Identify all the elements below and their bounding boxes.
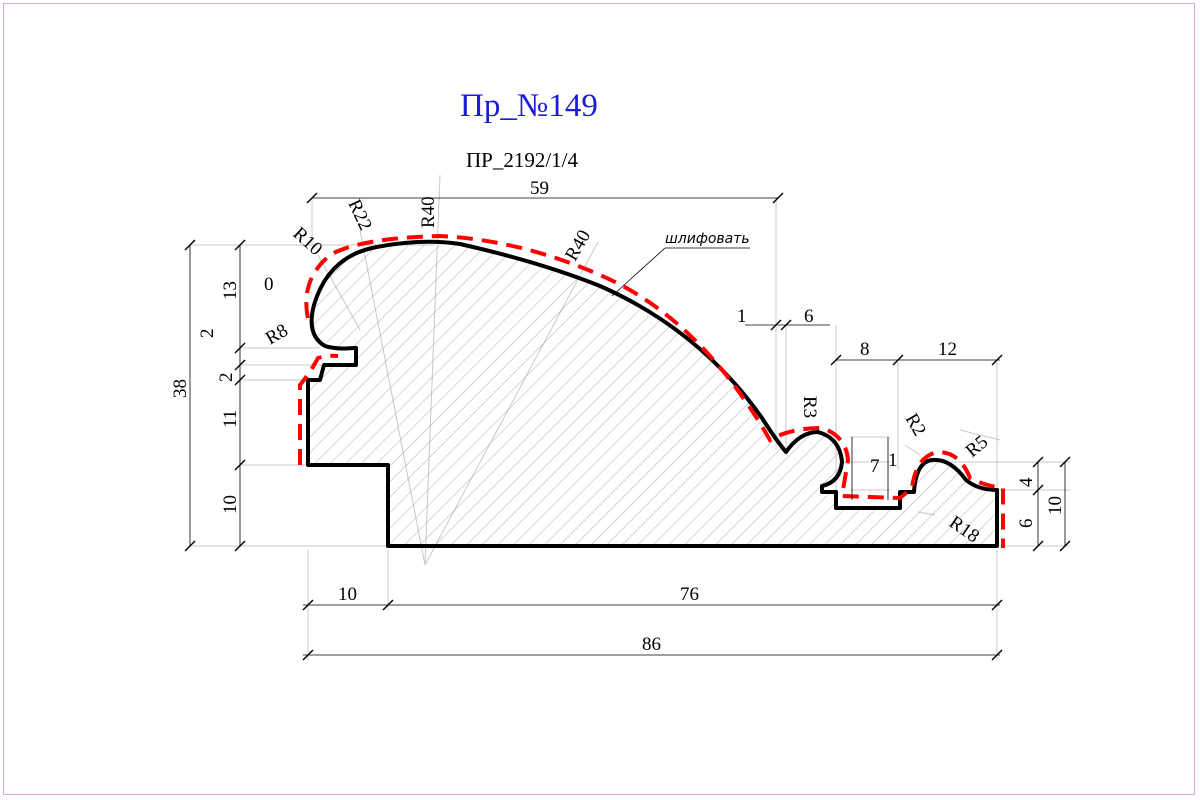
radius-r40-top: R40: [418, 196, 439, 228]
dim-13: 13: [220, 281, 241, 300]
dim-10-left: 10: [220, 495, 241, 514]
dim-1: 1: [737, 306, 747, 327]
dim-12: 12: [938, 339, 957, 360]
dim-38: 38: [170, 379, 191, 398]
radius-r8: R8: [262, 320, 292, 349]
sanding-cut-line: [298, 233, 1005, 548]
radius-r2: R2: [901, 410, 930, 440]
dim-8: 8: [860, 339, 870, 360]
radius-r10: R10: [289, 223, 327, 260]
dim-2b: 2: [216, 373, 237, 383]
dim-59: 59: [530, 178, 549, 199]
profile-section: [306, 239, 999, 548]
dim-6: 6: [804, 306, 814, 327]
drawing-title: Пр_№149: [460, 88, 598, 124]
dim-86: 86: [642, 634, 661, 655]
dim-76: 76: [680, 584, 699, 605]
dim-6-right: 6: [1016, 519, 1037, 529]
dim-10-right: 10: [1045, 496, 1066, 515]
radius-r0: 0: [264, 274, 274, 295]
dim-1-inner: 1: [888, 450, 898, 471]
radius-r5: R5: [962, 431, 992, 461]
dim-10-bottom: 10: [338, 584, 357, 605]
radius-r40-slope: R40: [561, 227, 595, 265]
radius-r22: R22: [343, 196, 375, 234]
dim-7: 7: [870, 456, 880, 477]
sanding-note: шлифовать: [665, 231, 750, 247]
dim-2a: 2: [197, 329, 218, 339]
radius-r3: R3: [799, 396, 820, 418]
dim-11: 11: [220, 410, 241, 428]
note-leader: [611, 247, 750, 297]
drawing-subtitle: ПР_2192/1/4: [466, 148, 579, 172]
dim-4: 4: [1016, 477, 1037, 487]
drawing-border: [3, 3, 1195, 795]
